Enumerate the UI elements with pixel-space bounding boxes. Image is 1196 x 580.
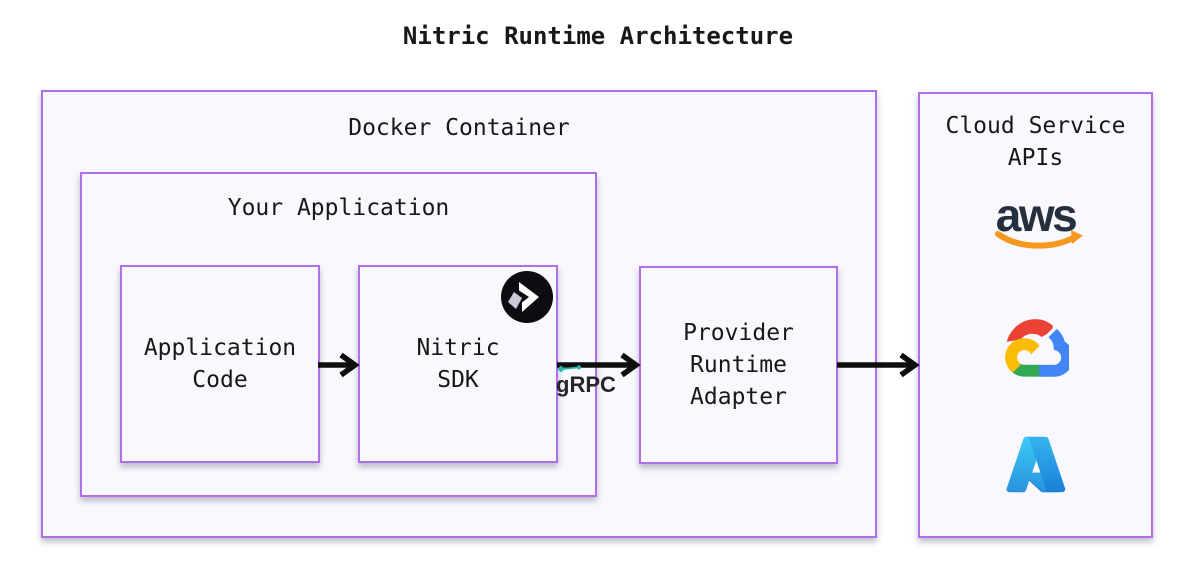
azure-logo (1006, 436, 1065, 493)
arrow-sdk-to-provider-icon (557, 352, 641, 378)
cloud-service-apis-label: Cloud Service APIs (945, 113, 1126, 171)
arrow-appcode-to-sdk-icon (318, 352, 360, 378)
google-cloud-logo (1004, 319, 1069, 377)
nitric-logo-icon (501, 271, 553, 323)
application-code-label: Application Code (143, 335, 297, 393)
nitric-sdk-label: Nitric SDK (416, 335, 500, 393)
your-application-box: Your Application Application Code Nitric… (80, 172, 597, 497)
application-code-box: Application Code (120, 265, 320, 463)
grpc-label: gRPC (556, 372, 616, 397)
your-application-label: Your Application (227, 195, 450, 221)
provider-runtime-adapter-box: Provider Runtime Adapter (639, 266, 838, 464)
cloud-service-apis-box: Cloud Service APIs aws (918, 92, 1153, 538)
docker-container-box: Docker Container Your Application Applic… (41, 90, 877, 538)
grpc-logo: gRPC (556, 364, 616, 397)
aws-smile-icon (994, 230, 1083, 249)
grpc-pantograph-icon (557, 365, 581, 373)
diagram-title: Nitric Runtime Architecture (402, 22, 794, 50)
provider-runtime-adapter-label: Provider Runtime Adapter (683, 320, 794, 410)
nitric-sdk-box: Nitric SDK (358, 265, 558, 463)
aws-wordmark: aws (995, 189, 1078, 241)
arrow-provider-to-cloud-icon (837, 352, 920, 378)
aws-logo: aws (989, 189, 1083, 252)
docker-container-label: Docker Container (348, 115, 570, 141)
